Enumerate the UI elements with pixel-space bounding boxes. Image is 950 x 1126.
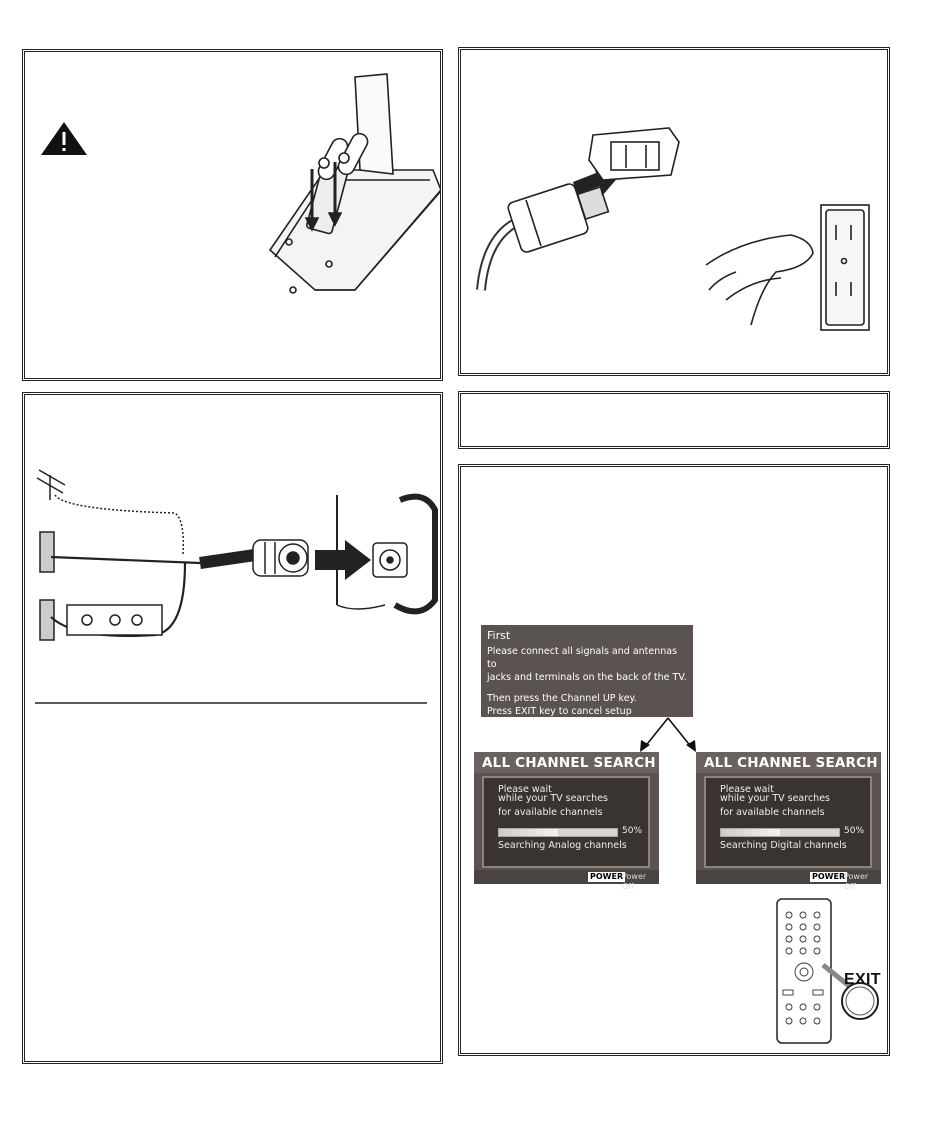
first-line-2: jacks and terminals on the back of the T… xyxy=(487,671,687,684)
power-cord-illustration xyxy=(461,50,887,373)
antenna-icon xyxy=(37,470,65,500)
digital-power-label: Power Off xyxy=(844,872,881,892)
antenna-panel xyxy=(22,392,443,1064)
digital-progress-bar xyxy=(720,828,840,837)
analog-wait-line-3: for available channels xyxy=(498,807,648,819)
power-cord-panel xyxy=(458,47,890,376)
analog-progress-bar-fill xyxy=(499,829,558,836)
heading-panel xyxy=(458,391,890,449)
battery-panel xyxy=(22,49,443,381)
first-title: First xyxy=(487,629,687,642)
exit-button-label: EXIT xyxy=(844,971,881,989)
digital-progress-bar-fill xyxy=(721,829,780,836)
digital-progress-percent: 50% xyxy=(844,826,864,836)
first-line-4: Press EXIT key to cancel setup xyxy=(487,705,687,718)
analog-search-body: Please wait while your TV searches for a… xyxy=(482,776,650,868)
digital-wait-line-2: while your TV searches xyxy=(720,793,870,805)
analog-power-label: Power Off xyxy=(622,872,659,892)
digital-search-screen: ALL CHANNEL SEARCH Please wait while you… xyxy=(696,752,881,884)
analog-search-title: ALL CHANNEL SEARCH xyxy=(474,752,659,773)
digital-power-key: POWER xyxy=(810,872,847,882)
analog-footer: POWER Power Off xyxy=(474,870,659,884)
first-setup-screen: First Please connect all signals and ant… xyxy=(481,625,693,717)
warning-triangle-icon xyxy=(41,122,87,155)
digital-search-body: Please wait while your TV searches for a… xyxy=(704,776,872,868)
digital-footer: POWER Power Off xyxy=(696,870,881,884)
analog-wait-line-2: while your TV searches xyxy=(498,793,648,805)
analog-progress-percent: 50% xyxy=(622,826,642,836)
antenna-illustration xyxy=(25,395,440,705)
remote-battery-drawing xyxy=(270,74,440,293)
first-line-3: Then press the Channel UP key. xyxy=(487,692,687,705)
digital-status: Searching Digital channels xyxy=(720,840,847,852)
first-line-1: Please connect all signals and antennas … xyxy=(487,645,687,671)
digital-wait-line-3: for available channels xyxy=(720,807,870,819)
analog-search-screen: ALL CHANNEL SEARCH Please wait while you… xyxy=(474,752,659,884)
analog-power-key: POWER xyxy=(588,872,625,882)
arrow-right-icon xyxy=(315,540,371,580)
analog-progress-bar xyxy=(498,828,618,837)
digital-search-title: ALL CHANNEL SEARCH xyxy=(696,752,881,773)
analog-status: Searching Analog channels xyxy=(498,840,627,852)
battery-illustration xyxy=(25,52,440,378)
